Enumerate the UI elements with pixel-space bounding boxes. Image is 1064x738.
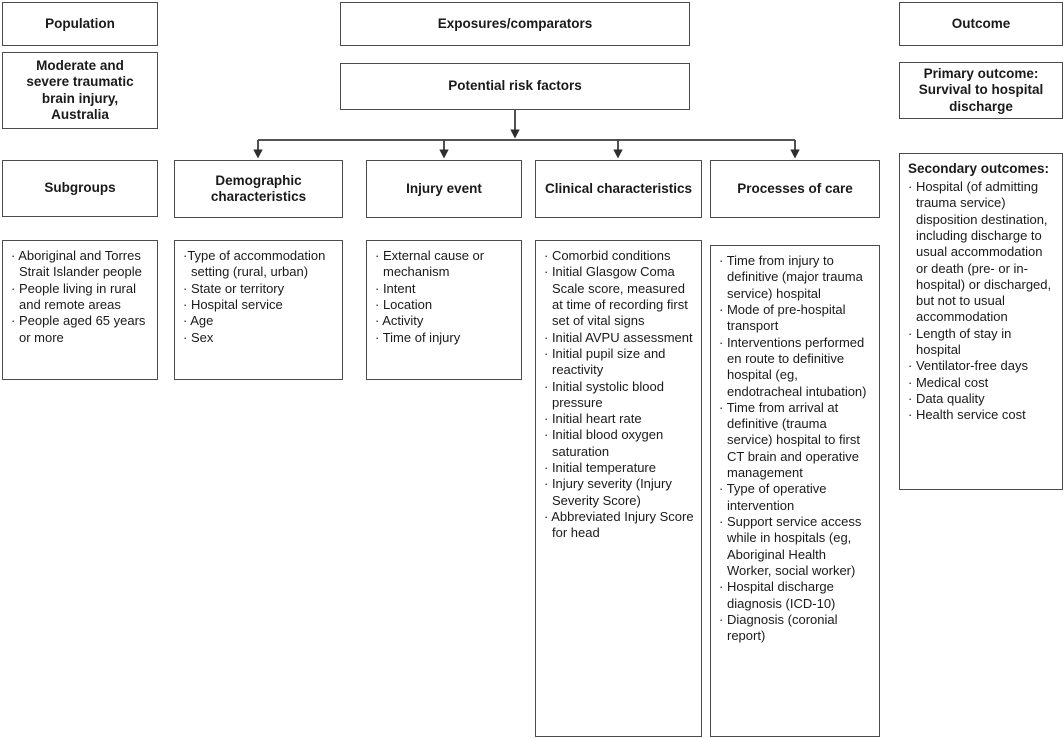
potential-risk-factors-box: Potential risk factors [340, 63, 690, 110]
population-header-label: Population [45, 15, 115, 31]
demographic-characteristics-header-box: Demographic characteristics [174, 160, 343, 218]
primary-outcome-text: Primary outcome: Survival to hospital di… [918, 66, 1044, 114]
list-item: · Time from arrival at definitive (traum… [719, 399, 860, 481]
injury-event-list-box: · External cause or mechanism· Intent· L… [366, 240, 522, 380]
list-item: · State or territory [183, 280, 285, 296]
list-item: · Interventions performed en route to de… [719, 334, 867, 399]
exposures-header-box: Exposures/comparators [340, 2, 690, 46]
exposures-header-label: Exposures/comparators [437, 15, 593, 31]
secondary-outcomes-box: Secondary outcomes: · Hospital (of admit… [899, 153, 1063, 490]
list-item: · Aboriginal and Torres Strait Islander … [11, 248, 142, 280]
subgroups-header-label: Subgroups [44, 180, 116, 196]
list-item: ·Type of accommodation setting (rural, u… [183, 248, 326, 280]
list-item: · Type of operative intervention [719, 481, 827, 513]
list-item: · Support service access while in hospit… [719, 514, 862, 578]
population-header-box: Population [2, 2, 158, 46]
list-item: · Comorbid conditions [544, 248, 671, 263]
list-item: · Hospital (of admitting trauma service)… [908, 178, 1052, 325]
list-item: · Medical cost [908, 374, 989, 390]
list-item: · Initial temperature [544, 460, 656, 476]
injury-event-label: Injury event [406, 180, 482, 196]
list-item: · People aged 65 years or more [11, 313, 146, 345]
list-item: · Initial Glasgow Coma Scale score, meas… [544, 264, 688, 329]
subgroups-list-box: · Aboriginal and Torres Strait Islander … [2, 240, 158, 380]
subgroups-header-box: Subgroups [2, 160, 158, 217]
arrowheads [253, 129, 800, 159]
clinical-characteristics-list-box: · Comorbid conditions· Initial Glasgow C… [535, 240, 702, 737]
processes-of-care-label: Processes of care [737, 180, 853, 196]
list-item: · Intent [375, 280, 416, 296]
potential-risk-factors-label: Potential risk factors [448, 78, 582, 94]
list-item: · Diagnosis (coronial report) [719, 611, 838, 644]
list-item: · Location [375, 296, 433, 312]
outcome-header-label: Outcome [951, 15, 1011, 31]
demographic-characteristics-list-box: ·Type of accommodation setting (rural, u… [174, 240, 343, 380]
list-item: · External cause or mechanism [375, 248, 485, 280]
clinical-characteristics-header-box: Clinical characteristics [535, 160, 702, 218]
secondary-outcomes-title: Secondary outcomes: [908, 161, 1050, 176]
demographic-characteristics-label: Demographic characteristics [210, 172, 307, 204]
list-item: · Length of stay in hospital [908, 325, 1012, 358]
list-item: · Ventilator-free days [908, 358, 1028, 374]
population-description-text: Moderate and severe traumatic brain inju… [26, 58, 134, 122]
list-item: · Initial AVPU assessment [544, 329, 693, 345]
list-item: · Sex [183, 329, 214, 345]
processes-of-care-header-box: Processes of care [710, 160, 880, 218]
list-item: · Time from injury to definitive (major … [719, 253, 863, 301]
list-item: · Injury severity (Injury Severity Score… [544, 476, 672, 508]
injury-event-header-box: Injury event [366, 160, 522, 218]
list-item: · Initial pupil size and reactivity [544, 345, 666, 378]
population-description-box: Moderate and severe traumatic brain inju… [2, 52, 158, 129]
list-item: · Hospital service [183, 296, 283, 312]
list-item: · Initial blood oxygen saturation [544, 427, 664, 459]
clinical-characteristics-label: Clinical characteristics [544, 180, 693, 196]
processes-of-care-list-box: · Time from injury to definitive (major … [710, 245, 880, 737]
primary-outcome-box: Primary outcome: Survival to hospital di… [899, 62, 1063, 119]
list-item: · Hospital discharge diagnosis (ICD-10) [719, 579, 836, 611]
list-item: · Health service cost [908, 407, 1026, 423]
list-item: · Age [183, 313, 214, 329]
list-item: · Data quality [908, 391, 985, 406]
list-item: · Abbreviated Injury Score for head [544, 509, 694, 541]
secondary-outcomes-list: · Hospital (of admitting trauma service)… [908, 179, 1055, 424]
list-item: · People living in rural and remote area… [11, 280, 137, 312]
list-item: · Mode of pre-hospital transport [719, 301, 846, 334]
list-item: · Activity [375, 313, 424, 329]
outcome-header-box: Outcome [899, 2, 1063, 46]
list-item: · Time of injury [375, 329, 461, 345]
list-item: · Initial heart rate [544, 411, 642, 427]
list-item: · Initial systolic blood pressure [544, 378, 664, 410]
